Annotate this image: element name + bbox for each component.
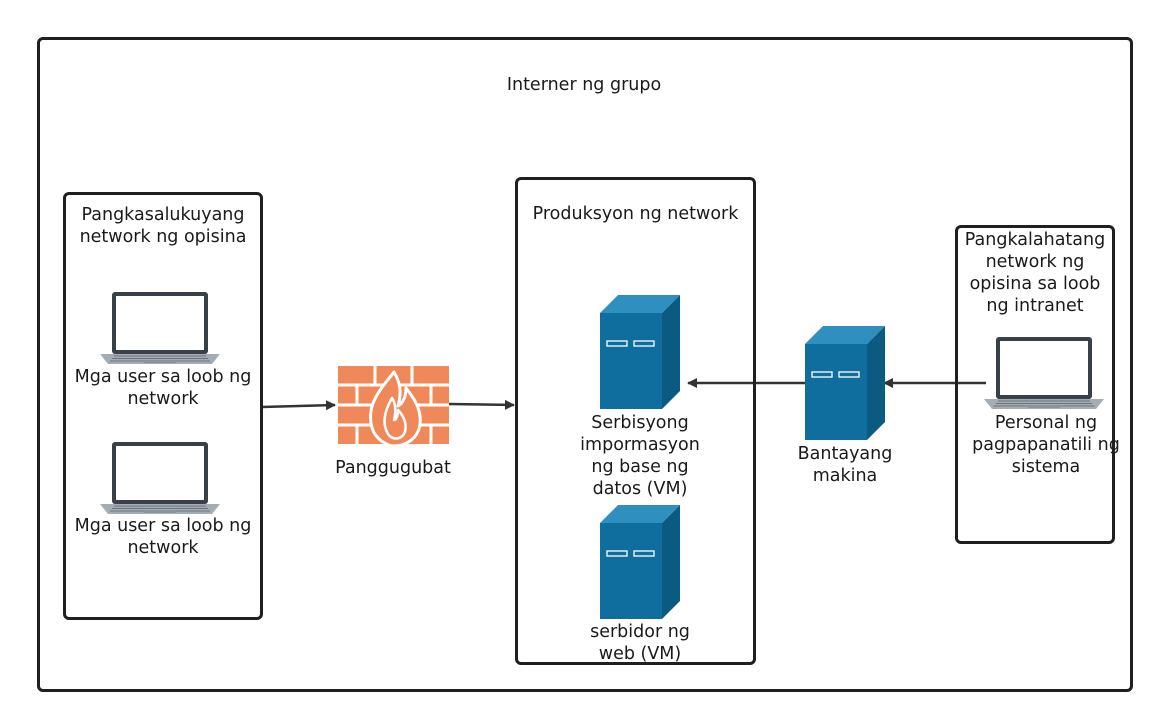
- monitor-machine-label: Bantayang makina: [780, 443, 910, 487]
- maintenance-personnel-label-line: sistema: [1011, 457, 1081, 477]
- arrow-firewall-to-production: [448, 399, 515, 410]
- maintenance-network-title-line: Pangkalahatang: [964, 230, 1106, 250]
- db-service-label-line: datos (VM): [592, 479, 688, 499]
- firewall-label: Panggugubat: [335, 458, 451, 478]
- web-server-label-line: serbidor ng: [590, 622, 690, 642]
- maintenance-network-title: Pangkalahatang network ng opisina sa loo…: [955, 229, 1115, 317]
- maintenance-personnel-label-line: Personal ng: [994, 413, 1098, 433]
- maintenance-network-title-line: opisina sa loob: [969, 274, 1101, 294]
- db-service-label-line: ng base ng: [591, 457, 689, 477]
- maintenance-network-title-line: network ng: [985, 252, 1085, 272]
- web-server-label: serbidor ng web (VM): [560, 621, 720, 665]
- group-internet-title: Interner ng grupo: [506, 75, 662, 95]
- office-network-title-line: network ng opisina: [79, 227, 247, 247]
- production-network-container: [515, 177, 756, 665]
- monitor-machine-label-line: makina: [812, 466, 878, 486]
- production-network-title: Produksyon ng network: [532, 204, 739, 224]
- web-server-label-line: web (VM): [598, 644, 682, 664]
- group-internet-container: [37, 37, 1133, 692]
- office-user-label-line: network: [127, 538, 199, 558]
- maintenance-personnel-label: Personal ng pagpapanatili ng sistema: [965, 412, 1127, 478]
- firewall-icon: [338, 366, 449, 448]
- office-network-title: Pangkasalukuyang network ng opisina: [63, 204, 263, 248]
- maintenance-personnel-label-line: pagpapanatili ng: [972, 435, 1120, 455]
- office-user-label: Mga user sa loob ng network: [53, 366, 273, 410]
- arrow-office-to-firewall: [261, 400, 336, 411]
- maintenance-network-title-line: ng intranet: [986, 296, 1084, 316]
- db-service-label: Serbisyong impormasyon ng base ng datos …: [560, 412, 720, 500]
- office-network-title-line: Pangkasalukuyang: [81, 205, 245, 225]
- db-service-label-line: impormasyon: [580, 435, 700, 455]
- office-user-label: Mga user sa loob ng network: [53, 515, 273, 559]
- monitor-machine-label-line: Bantayang: [797, 444, 893, 464]
- maintenance-network-container: [955, 225, 1115, 544]
- office-user-label-line: Mga user sa loob ng: [74, 516, 252, 536]
- db-service-label-line: Serbisyong: [591, 413, 689, 433]
- office-user-label-line: network: [127, 389, 199, 409]
- office-network-container: [63, 192, 263, 620]
- office-user-label-line: Mga user sa loob ng: [74, 367, 252, 387]
